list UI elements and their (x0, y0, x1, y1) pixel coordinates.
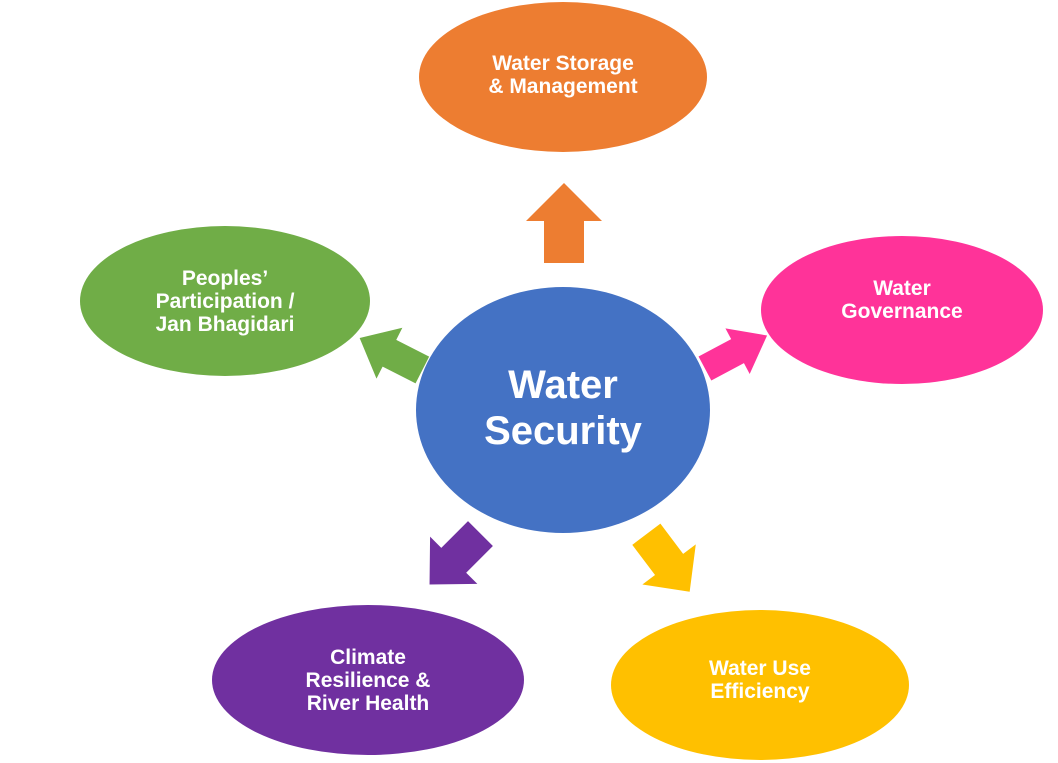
node-peoples-participation-label-1: Peoples’ (182, 267, 268, 290)
node-peoples-participation-label-2: Participation / (156, 290, 295, 313)
node-water-storage-label-2: & Management (488, 75, 637, 98)
center-water-security: Water Security (416, 287, 710, 533)
center-label-2: Security (484, 409, 643, 453)
node-climate-resilience-label-1: Climate (330, 646, 406, 669)
node-climate-resilience-label-3: River Health (307, 692, 430, 715)
node-peoples-participation: Peoples’ Participation / Jan Bhagidari (80, 226, 370, 376)
arrow-to-participation (359, 327, 430, 384)
arrow-to-climate (429, 521, 493, 585)
node-peoples-participation-label-3: Jan Bhagidari (156, 313, 295, 336)
center-label-1: Water (508, 363, 618, 407)
arrow-to-storage (526, 183, 602, 263)
node-climate-resilience: Climate Resilience & River Health (212, 605, 524, 755)
node-water-storage-label-1: Water Storage (492, 52, 634, 75)
node-water-use-efficiency: Water Use Efficiency (611, 610, 909, 760)
arrow-to-governance (698, 328, 768, 381)
node-water-governance-label-1: Water (873, 277, 931, 300)
node-water-governance: Water Governance (761, 236, 1043, 384)
node-water-use-efficiency-label-2: Efficiency (710, 680, 810, 703)
node-water-governance-label-2: Governance (841, 300, 962, 323)
node-water-storage: Water Storage & Management (419, 2, 707, 152)
node-water-use-efficiency-label-1: Water Use (709, 657, 811, 680)
arrow-to-efficiency (632, 523, 696, 592)
node-climate-resilience-label-2: Resilience & (306, 669, 431, 692)
